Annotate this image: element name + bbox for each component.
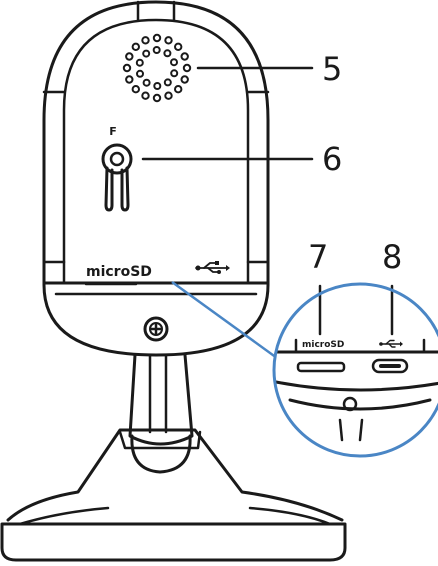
camera-body: [42, 0, 270, 357]
zoom-circle: [272, 282, 438, 458]
speaker-hole: [163, 49, 172, 58]
microsd-label: microSD: [86, 264, 152, 280]
microsd-label-zoom: microSD: [302, 340, 344, 350]
speaker-hole: [180, 52, 189, 61]
speaker-hole: [136, 69, 144, 78]
callout-5: 5: [322, 50, 342, 88]
usb-port-zoom: [371, 358, 409, 374]
speaker-hole: [182, 63, 192, 73]
callout-6: 6: [322, 140, 342, 178]
speaker-hole: [152, 46, 161, 54]
speaker-hole: [142, 78, 151, 87]
speaker-hole: [141, 36, 150, 45]
camera-stand: [0, 353, 347, 562]
speaker-hole: [153, 82, 162, 90]
speaker-hole: [131, 85, 141, 94]
reset-button: F: [101, 125, 133, 212]
speaker-hole: [141, 91, 150, 100]
speaker-hole: [142, 49, 151, 58]
speaker-hole: [180, 75, 189, 84]
speaker-hole: [152, 33, 162, 43]
reset-label: F: [109, 125, 117, 138]
speaker-grille: [122, 33, 192, 103]
speaker-hole: [125, 75, 134, 84]
speaker-hole: [135, 58, 144, 67]
callout-8: 8: [382, 238, 402, 276]
zoom-detail: microSD: [171, 280, 438, 458]
speaker-hole: [122, 63, 132, 73]
zoom-connector: [171, 280, 289, 368]
speaker-hole: [163, 78, 172, 87]
speaker-hole: [164, 91, 173, 100]
usb-icon: [195, 261, 230, 274]
speaker-hole: [170, 69, 179, 78]
speaker-hole: [164, 36, 173, 45]
speaker-hole: [125, 52, 134, 61]
speaker-hole: [152, 93, 162, 103]
screw-icon: [143, 316, 169, 342]
speaker-hole: [131, 42, 141, 51]
usb-icon-zoom: [379, 339, 403, 348]
callout-7: 7: [308, 238, 328, 276]
speaker-hole: [174, 85, 183, 94]
microsd-slot-zoom: [296, 361, 346, 373]
speaker-hole: [170, 58, 178, 67]
speaker-hole: [174, 42, 183, 51]
